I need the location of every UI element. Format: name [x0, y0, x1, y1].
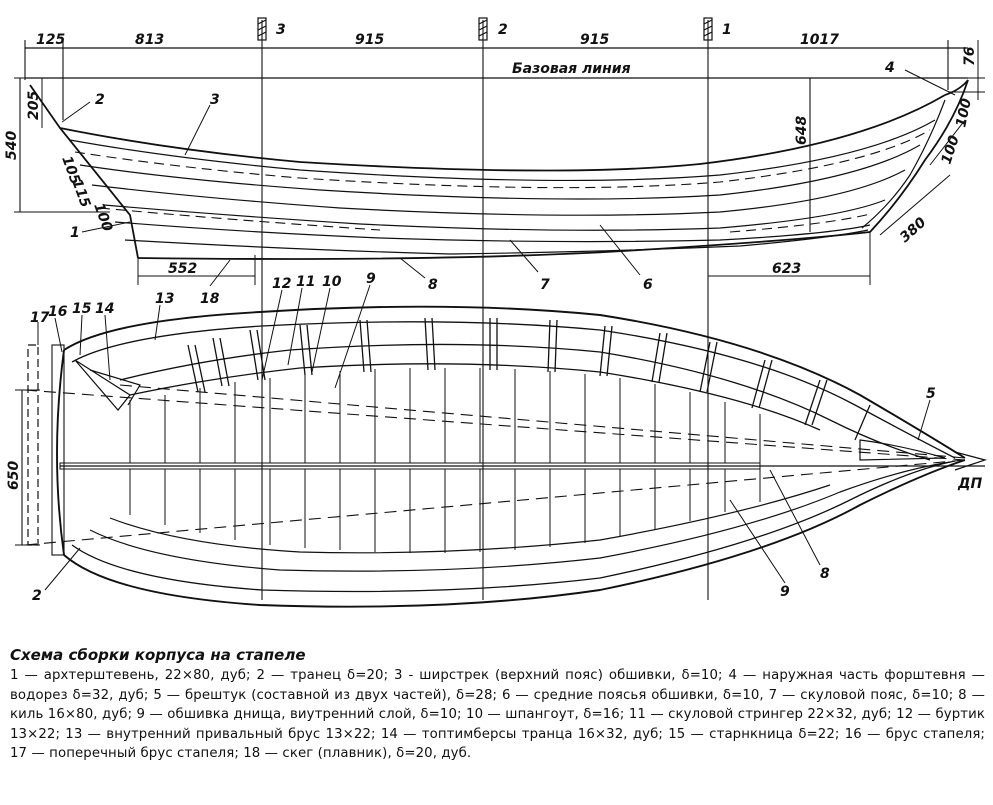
callout-9-top: 9 [366, 271, 376, 287]
dim-100-bow-b: 100 [939, 133, 963, 166]
dim-1017: 1017 [800, 32, 839, 48]
dim-552: 552 [168, 261, 197, 277]
side-strakes [69, 119, 936, 255]
stapel-bar [27, 344, 39, 546]
station-marks [257, 17, 713, 41]
frames [187, 317, 871, 441]
caption-body: 1 — архтерштевень, 22×80, дуб; 2 — тране… [10, 668, 985, 761]
dim-915-b: 915 [580, 32, 609, 48]
callout-1: 1 [70, 225, 80, 241]
side-hull [29, 79, 969, 260]
callout-6: 6 [643, 277, 653, 293]
station-2: 2 [498, 22, 508, 38]
callout-9-bottom: 9 [780, 584, 790, 600]
callout-8-plan: 8 [820, 566, 830, 582]
side-view [14, 17, 985, 600]
callout-14: 14 [95, 301, 114, 317]
dim-650: 650 [6, 461, 22, 490]
callout-15: 15 [72, 301, 92, 317]
plan-view [15, 284, 988, 608]
dim-76: 76 [962, 46, 978, 66]
callout-17: 17 [30, 310, 50, 326]
callout-2-plan: 2 [32, 588, 42, 604]
dim-380: 380 [897, 214, 930, 246]
dim-100-bow-a: 100 [953, 97, 975, 129]
callout-18: 18 [200, 291, 220, 307]
hull-assembly-drawing: 125 813 915 915 1017 3 2 1 Базовая линия… [4, 17, 988, 608]
callout-7: 7 [540, 277, 550, 293]
caption-title: Схема сборки корпуса на стапеле [10, 646, 306, 664]
bottom-planking [129, 368, 761, 553]
callout-8: 8 [428, 277, 438, 293]
callout-5: 5 [926, 386, 936, 402]
plan-view-labels: 17 16 15 14 13 12 11 10 9 5 2 8 9 650 ДП [6, 271, 982, 604]
dim-540: 540 [4, 131, 20, 160]
dim-115: 115 [68, 177, 93, 210]
callout-12: 12 [272, 276, 291, 292]
centerline-label: ДП [957, 476, 982, 492]
dim-623: 623 [772, 261, 801, 277]
callout-10: 10 [322, 274, 342, 290]
figure-caption: Схема сборки корпуса на стапеле 1 — архт… [10, 646, 985, 764]
station-1: 1 [722, 22, 732, 38]
dim-648: 648 [794, 116, 810, 145]
callout-2: 2 [95, 92, 105, 108]
callout-11: 11 [296, 274, 315, 290]
dim-205: 205 [26, 91, 42, 120]
callout-16: 16 [48, 304, 68, 320]
callout-13: 13 [155, 291, 174, 307]
callout-4: 4 [884, 60, 895, 76]
dim-813: 813 [135, 32, 164, 48]
base-line-label: Базовая линия [512, 61, 631, 77]
station-3: 3 [276, 22, 286, 38]
dim-125: 125 [36, 32, 65, 48]
callout-3: 3 [210, 92, 220, 108]
dim-915-a: 915 [355, 32, 384, 48]
